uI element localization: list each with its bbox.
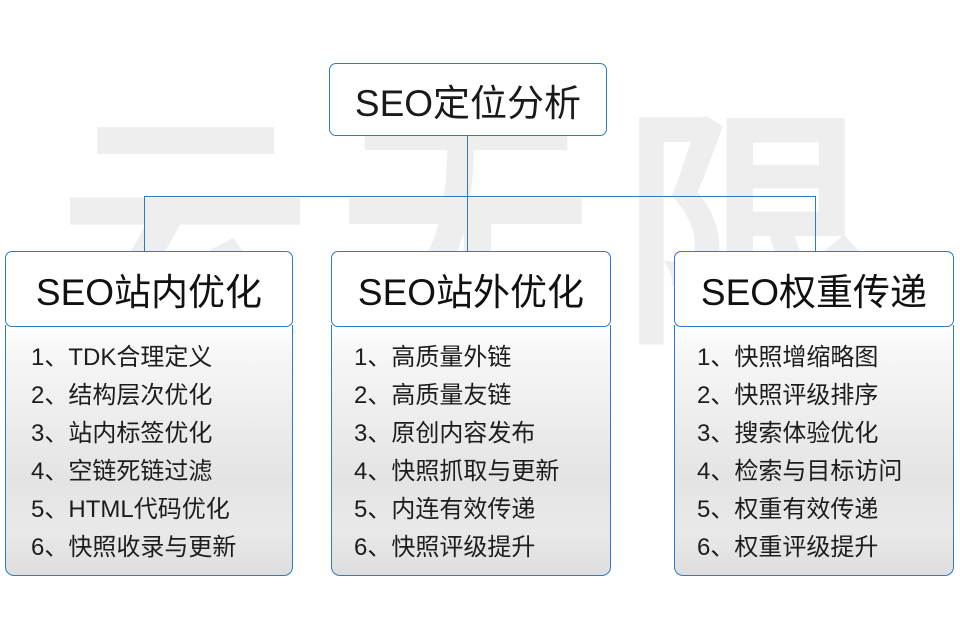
item-number: 5、 [697, 496, 735, 523]
column-header-2[interactable]: SEO站外优化 [331, 251, 611, 327]
item-list-3: 1、快照增缩略图 2、快照评级排序 3、搜索体验优化 4、检索与目标访问 5、权… [675, 339, 953, 567]
item-text: 检索与目标访问 [734, 458, 903, 485]
connector-root-stem [467, 136, 468, 196]
list-item[interactable]: 2、结构层次优化 [31, 377, 292, 415]
item-number: 4、 [697, 458, 735, 485]
root-node[interactable]: SEO定位分析 [329, 63, 607, 136]
list-item[interactable]: 4、空链死链过滤 [31, 453, 292, 491]
item-number: 3、 [31, 420, 69, 447]
item-text: 快照增缩略图 [734, 344, 879, 371]
list-item[interactable]: 1、TDK合理定义 [31, 339, 292, 377]
item-number: 1、 [697, 344, 735, 371]
item-number: 2、 [354, 382, 392, 409]
item-number: 5、 [31, 496, 69, 523]
item-list-2: 1、高质量外链 2、高质量友链 3、原创内容发布 4、快照抓取与更新 5、内连有… [332, 339, 610, 567]
column-header-label-2: SEO站外优化 [357, 272, 585, 313]
list-item[interactable]: 6、权重评级提升 [697, 529, 953, 567]
connector-branch-middle [467, 196, 468, 252]
column-header-1[interactable]: SEO站内优化 [5, 251, 293, 327]
list-item[interactable]: 5、权重有效传递 [697, 491, 953, 529]
item-text: 快照评级提升 [391, 534, 536, 561]
column-body-1: 1、TDK合理定义 2、结构层次优化 3、站内标签优化 4、空链死链过滤 5、H… [5, 325, 293, 576]
list-item[interactable]: 6、快照评级提升 [354, 529, 610, 567]
column-seo-weight: SEO权重传递 1、快照增缩略图 2、快照评级排序 3、搜索体验优化 4、检索与… [674, 251, 954, 576]
item-number: 3、 [354, 420, 392, 447]
item-number: 4、 [354, 458, 392, 485]
item-number: 3、 [697, 420, 735, 447]
column-body-3: 1、快照增缩略图 2、快照评级排序 3、搜索体验优化 4、检索与目标访问 5、权… [674, 325, 954, 576]
list-item[interactable]: 1、高质量外链 [354, 339, 610, 377]
list-item[interactable]: 2、高质量友链 [354, 377, 610, 415]
item-text: 搜索体验优化 [734, 420, 879, 447]
item-number: 2、 [31, 382, 69, 409]
item-list-1: 1、TDK合理定义 2、结构层次优化 3、站内标签优化 4、空链死链过滤 5、H… [6, 339, 292, 567]
item-number: 6、 [697, 534, 735, 561]
list-item[interactable]: 3、原创内容发布 [354, 415, 610, 453]
list-item[interactable]: 3、搜索体验优化 [697, 415, 953, 453]
item-text: 快照评级排序 [734, 382, 879, 409]
item-number: 1、 [31, 344, 69, 371]
item-text: 权重评级提升 [734, 534, 879, 561]
list-item[interactable]: 2、快照评级排序 [697, 377, 953, 415]
item-text: 高质量外链 [391, 344, 512, 371]
item-text: TDK合理定义 [68, 344, 213, 371]
item-text: 结构层次优化 [68, 382, 213, 409]
root-node-label: SEO定位分析 [354, 82, 582, 124]
item-number: 1、 [354, 344, 392, 371]
connector-horizontal-bus [144, 196, 816, 197]
column-body-2: 1、高质量外链 2、高质量友链 3、原创内容发布 4、快照抓取与更新 5、内连有… [331, 325, 611, 576]
item-text: HTML代码优化 [68, 496, 230, 523]
item-number: 6、 [354, 534, 392, 561]
item-text: 权重有效传递 [734, 496, 879, 523]
column-seo-onsite: SEO站内优化 1、TDK合理定义 2、结构层次优化 3、站内标签优化 4、空链… [5, 251, 293, 576]
column-header-label-3: SEO权重传递 [700, 272, 928, 313]
list-item[interactable]: 3、站内标签优化 [31, 415, 292, 453]
item-number: 4、 [31, 458, 69, 485]
item-number: 6、 [31, 534, 69, 561]
item-text: 站内标签优化 [68, 420, 213, 447]
item-text: 快照收录与更新 [68, 534, 237, 561]
column-header-3[interactable]: SEO权重传递 [674, 251, 954, 327]
item-text: 空链死链过滤 [68, 458, 213, 485]
item-text: 原创内容发布 [391, 420, 536, 447]
item-text: 高质量友链 [391, 382, 512, 409]
item-number: 5、 [354, 496, 392, 523]
item-number: 2、 [697, 382, 735, 409]
list-item[interactable]: 5、HTML代码优化 [31, 491, 292, 529]
list-item[interactable]: 4、检索与目标访问 [697, 453, 953, 491]
list-item[interactable]: 1、快照增缩略图 [697, 339, 953, 377]
column-header-label-1: SEO站内优化 [35, 272, 263, 313]
connector-branch-right [815, 196, 816, 252]
list-item[interactable]: 5、内连有效传递 [354, 491, 610, 529]
list-item[interactable]: 6、快照收录与更新 [31, 529, 292, 567]
item-text: 快照抓取与更新 [391, 458, 560, 485]
item-text: 内连有效传递 [391, 496, 536, 523]
connector-branch-left [144, 196, 145, 252]
list-item[interactable]: 4、快照抓取与更新 [354, 453, 610, 491]
column-seo-offsite: SEO站外优化 1、高质量外链 2、高质量友链 3、原创内容发布 4、快照抓取与… [331, 251, 611, 576]
